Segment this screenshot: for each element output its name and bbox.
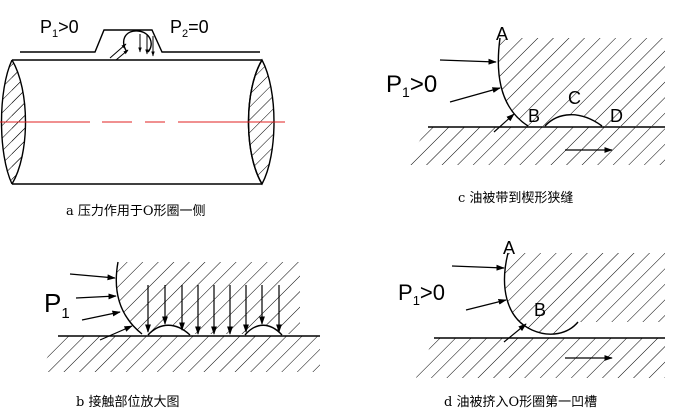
- point-c-label: C: [568, 88, 581, 108]
- panel-a-diagram: [0, 29, 285, 186]
- upper-body-hatched-d: [504, 253, 665, 335]
- p1-label-d: P1>0: [398, 280, 445, 308]
- pressure-arrows-b-left: [69, 273, 133, 341]
- point-b-label-d: B: [534, 300, 546, 320]
- caption-d: d 油被挤入O形圈第一凹槽: [444, 395, 597, 410]
- panel-a-labels: P1>0 P2=0: [40, 17, 209, 40]
- caption-b: b 接触部位放大图: [76, 394, 179, 410]
- panel-d-diagram: [416, 252, 665, 378]
- o-ring-section: [123, 30, 152, 53]
- pressure-arrows-b-down: [145, 285, 282, 335]
- point-a-label-d: A: [503, 238, 515, 258]
- upper-body-hatched-b: [116, 262, 300, 334]
- caption-c: c 油被带到楔形狭缝: [458, 191, 573, 206]
- caption-a: a 压力作用于O形圈一侧: [66, 204, 206, 219]
- point-a-label: A: [496, 24, 508, 44]
- bump-c: [544, 114, 603, 127]
- panel-c-diagram: [405, 37, 665, 165]
- pressure-arrows-c: [439, 58, 613, 153]
- panel-b-labels: P1: [44, 288, 70, 322]
- lower-body-hatched-b: [40, 336, 320, 372]
- groove-outline: [20, 29, 260, 53]
- p1-label-b: P1: [44, 288, 70, 322]
- upper-body-hatched: [498, 38, 665, 126]
- lower-body-hatched: [405, 127, 665, 165]
- pressure-arrows-d: [451, 264, 613, 361]
- panel-b-diagram: [40, 261, 320, 372]
- lower-body-hatched-d: [416, 338, 665, 378]
- p1-label-c: P1>0: [386, 71, 437, 100]
- pressure-arrows-seal: [109, 34, 155, 61]
- panel-c-labels: P1>0 A B C D: [386, 24, 623, 126]
- point-d-label: D: [610, 106, 623, 126]
- p1-label: P1>0: [40, 17, 79, 40]
- panel-d-labels: P1>0 A B: [398, 238, 546, 320]
- p2-label: P2=0: [170, 17, 209, 40]
- point-b-label: B: [528, 106, 540, 126]
